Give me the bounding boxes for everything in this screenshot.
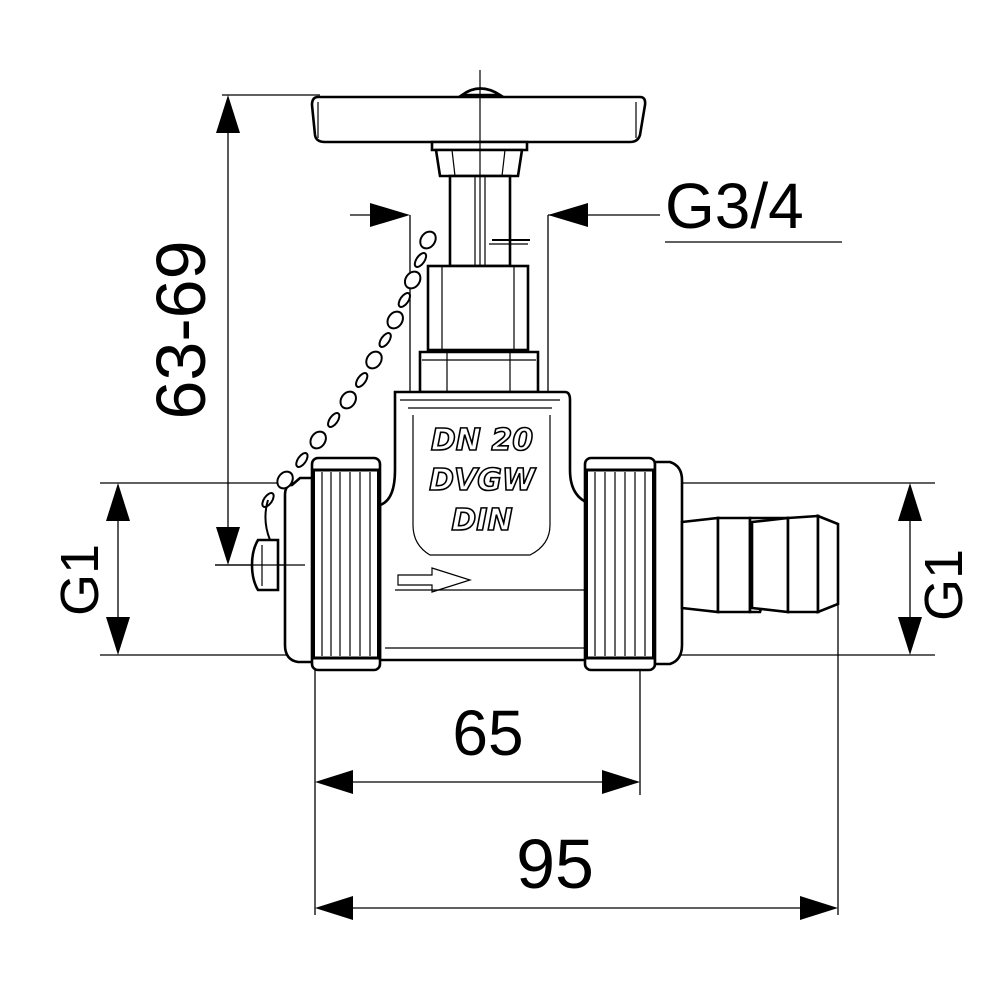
chain-link [378, 332, 392, 348]
chain-link [327, 412, 341, 428]
chain-link [339, 390, 357, 410]
arrowhead [800, 896, 838, 920]
chain-link [295, 452, 309, 468]
stem-thread-label: G3/4 [665, 170, 804, 242]
chain-link [309, 430, 327, 450]
arrowhead [106, 617, 130, 655]
chain-hook [264, 499, 271, 541]
chain-link [397, 292, 411, 308]
right-union-nut [583, 456, 657, 672]
chain [261, 230, 437, 541]
body-marking: DN 20 DVGW DIN [428, 422, 537, 539]
left-thread-label: G1 [50, 544, 110, 616]
marking-line-2: DVGW [429, 463, 537, 498]
chain-link [386, 310, 404, 330]
handwheel [310, 87, 647, 178]
chain-link [419, 230, 437, 250]
arrowhead [315, 770, 353, 794]
dimension-left-thread [106, 483, 130, 655]
marking-line-1: DN 20 [431, 423, 533, 458]
dimension-right-thread [898, 483, 922, 655]
arrowhead [370, 203, 410, 227]
chain-link [355, 372, 369, 388]
chain-link [365, 350, 383, 370]
chain-link [413, 252, 428, 268]
arrowhead [106, 483, 130, 521]
arrowhead [548, 203, 588, 227]
chain-link [403, 270, 422, 290]
arrowhead [898, 617, 922, 655]
overall-length-label: 95 [516, 825, 594, 903]
height-label: 63-69 [142, 240, 220, 419]
body-length-label: 65 [452, 697, 523, 769]
left-cap [250, 476, 320, 664]
arrowhead [898, 483, 922, 521]
arrowhead [602, 770, 640, 794]
hose-barb [716, 514, 840, 614]
arrowhead [216, 527, 240, 565]
chain-link [276, 470, 294, 490]
valve-stem [448, 70, 530, 400]
dimension-stem-thread [350, 203, 588, 227]
arrowhead [216, 95, 240, 133]
right-thread-label: G1 [914, 549, 974, 621]
left-union-nut [310, 456, 382, 672]
dimension-height [216, 95, 240, 565]
valve-bonnet [418, 264, 540, 394]
right-tailpiece [653, 460, 720, 666]
dimension-overall-length [315, 896, 838, 920]
dimension-body-length [315, 770, 640, 794]
marking-line-3: DIN [451, 503, 512, 538]
arrowhead [315, 896, 353, 920]
